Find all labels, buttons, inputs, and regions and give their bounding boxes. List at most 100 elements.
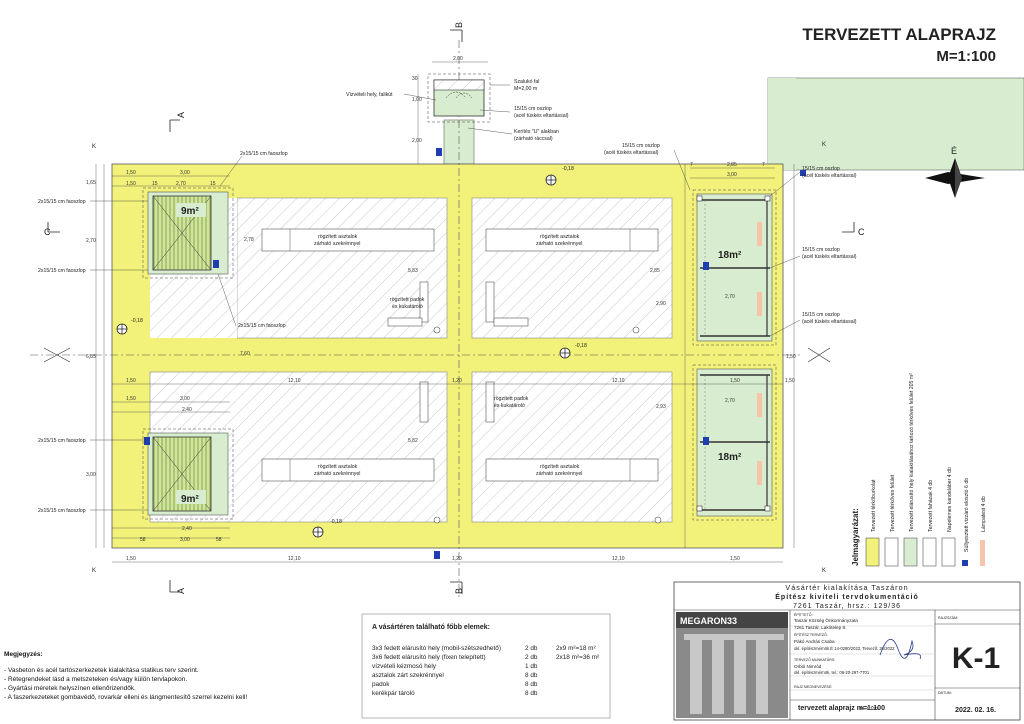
dim-150-mid-rr: 1,50 (785, 378, 795, 384)
callout-col-r1: 15/15 cm oszlop (802, 166, 840, 172)
element-row-6-name: kerékpár tároló (372, 690, 415, 697)
tables-bl: rögzített asztalok (318, 464, 358, 470)
tb-designer-no: okl. építészmérnök É 14-0290/2023, Terve… (794, 646, 895, 651)
dim-150-a: 1,50 (126, 170, 136, 176)
notes: Megjegyzés: - Vasbeton és acél tartószer… (4, 651, 247, 701)
dim-7-a: 7 (690, 162, 693, 168)
page-title: TERVEZETT ALAPRAJZ (802, 25, 996, 44)
dim-760: 7,60 (240, 351, 250, 357)
section-markers (47, 29, 855, 594)
callout-col-r1b: (acél tüskés eltartással) (802, 173, 857, 179)
benches-top: rögzített padok (390, 297, 425, 303)
dim-300-top: 3,00 (727, 172, 737, 178)
tables-br-sub: zárható szekrénnyel (536, 471, 582, 477)
element-row-2-qty: 2 db (525, 654, 538, 661)
callout-leaders (90, 84, 801, 511)
element-row-3-qty: 1 db (525, 663, 538, 670)
dim-2-00-top: 2,00 (453, 56, 463, 62)
tables-bl-sub: zárható szekrénnyel (314, 471, 360, 477)
tb-drawing: tervezett alaprajz m=1:100 (798, 705, 885, 712)
dim-58-b: 58 (216, 537, 222, 543)
tb-date: 2022. 02. 16. (955, 707, 996, 714)
dim-15-a: 15 (152, 181, 158, 187)
dim-150-b: 1,50 (126, 181, 136, 187)
benches-bottom-sub: és kukatároló (494, 403, 525, 409)
elements-table: A vásártéren található főbb elemek: 3x3 … (361, 613, 611, 719)
callout-col-r3: 15/15 cm oszlop (802, 312, 840, 318)
element-row-4-name: asztalok zárt szekrénnyel (372, 672, 444, 679)
title-block: Vásártér kialakítása Taszáron Építész ki… (673, 581, 1021, 721)
callout-kerites: Kerítés "U" alakban (514, 129, 559, 135)
dim-15-b: 15 (210, 181, 216, 187)
dim-270-right: 2,70 (725, 294, 735, 300)
tb-address: 7261 Taszár, hrsz.: 129/36 (793, 603, 901, 610)
callout-szaluko: Szalukó fal (514, 79, 539, 85)
note-1: - Vasbeton és acél tartószerkezetek kial… (4, 667, 199, 674)
benches-bottom: rögzített padok (494, 396, 529, 402)
tb-project: Vásártér kialakítása Taszáron (785, 583, 908, 592)
callout-col-top: 15/15 cm oszlop (514, 106, 552, 112)
benches-top-sub: és kukatároló (392, 304, 423, 310)
note-2: - Rétegrendeket lásd a metszeteken és/va… (4, 676, 187, 683)
axes (30, 40, 800, 600)
legend-item-6: Süllyesztett vízzáró elosztó 6 db (964, 478, 970, 552)
dim-58-a: 58 (140, 537, 146, 543)
callout-col-r2b: (acél tüskés eltartással) (802, 254, 857, 260)
dim-150-right: 1,50 (786, 354, 796, 360)
tables (261, 228, 659, 482)
stall-9m2-top (142, 187, 234, 279)
callout-col-top-sub: (acél tüskés eltartással) (514, 113, 569, 119)
element-row-6-qty: 8 db (525, 690, 538, 697)
dim-1210-bot-r: 12,10 (612, 556, 625, 562)
section-c-left: C (44, 227, 51, 237)
callout-col-ul-a: 15/15 cm oszlop (622, 143, 660, 149)
legend-item-1: Tervezett térkőburkolat (871, 479, 877, 532)
dim-300-left: 3,00 (86, 472, 96, 478)
dim-240-c: 2,40 (182, 407, 192, 413)
axis-scissor-left (43, 347, 71, 363)
section-a-bottom: A (176, 588, 186, 594)
legend-item-2: Tervezett térkőves felület (890, 474, 896, 532)
dim-685-left: 6,85 (86, 354, 96, 360)
dim-583: 5,83 (408, 268, 418, 274)
tb-client-label: ÉPÍTTETŐ: (794, 612, 813, 617)
level-1: -0,18 (562, 166, 574, 172)
stall-18m2-top-label: 18m² (718, 250, 742, 261)
element-row-4-qty: 8 db (525, 672, 538, 679)
level-2: -0,18 (131, 318, 143, 324)
signature (879, 639, 922, 660)
level-markers (116, 174, 571, 538)
legend-item-3: Tervezett elárusító hely kialakításához … (909, 373, 915, 532)
dim-120-mid: 1,20 (452, 378, 462, 384)
quadrant-bottom-right (471, 371, 673, 523)
section-k-br: K (822, 568, 826, 574)
stall-18m2-bottom-label: 18m² (718, 452, 742, 463)
north-label: É (951, 146, 957, 156)
elements-rows: 3x3 fedett elárusító hely (mobil-szétsze… (372, 645, 599, 697)
legend: Jelmagyarázat: Tervezett térkőburkolat T… (851, 373, 987, 567)
stall-9m2-bottom (142, 428, 234, 520)
dim-1-00: 1,00 (412, 97, 422, 103)
dim-1210-mid: 12,10 (288, 378, 301, 384)
dim-150-mid: 1,50 (126, 378, 136, 384)
tb-designer-label: ÉPÍTÉSZ TERVEZŐ: (794, 632, 828, 637)
element-row-2-note: 2x18 m²=36 m² (556, 654, 599, 661)
dim-7-b: 7 (762, 162, 765, 168)
tb-sheet: K-1 (952, 642, 1000, 675)
callout-kerites-sub: (zárható ráccsal) (514, 136, 553, 142)
dim-150-c: 1,50 (126, 396, 136, 402)
dim-270-right-b: 2,70 (725, 398, 735, 404)
callout-faoszlop-3: 2x15/15 cm faoszlop (38, 268, 86, 274)
level-3: -0,18 (575, 343, 587, 349)
element-row-3-name: vízvételi kézmosó hely (372, 663, 437, 670)
tb-phase: Építész kiviteli tervdokumentáció (775, 592, 918, 601)
dim-285-top: 2,85 (727, 162, 737, 168)
legend-item-7: Lámpatest 4 db (981, 496, 987, 532)
callout-col-r3b: (acél tüskés eltartással) (802, 319, 857, 325)
note-3: - Gyártási méretek helyszínen ellenőrize… (4, 685, 136, 692)
note-4: - A faszerkezeteket gombavédő, rovarkár … (4, 694, 247, 701)
legend-swatches (865, 537, 985, 567)
element-row-1-note: 2x9 m²=18 m² (556, 645, 596, 652)
callout-faoszlop-1: 2x15/15 cm faoszlop (240, 151, 288, 157)
